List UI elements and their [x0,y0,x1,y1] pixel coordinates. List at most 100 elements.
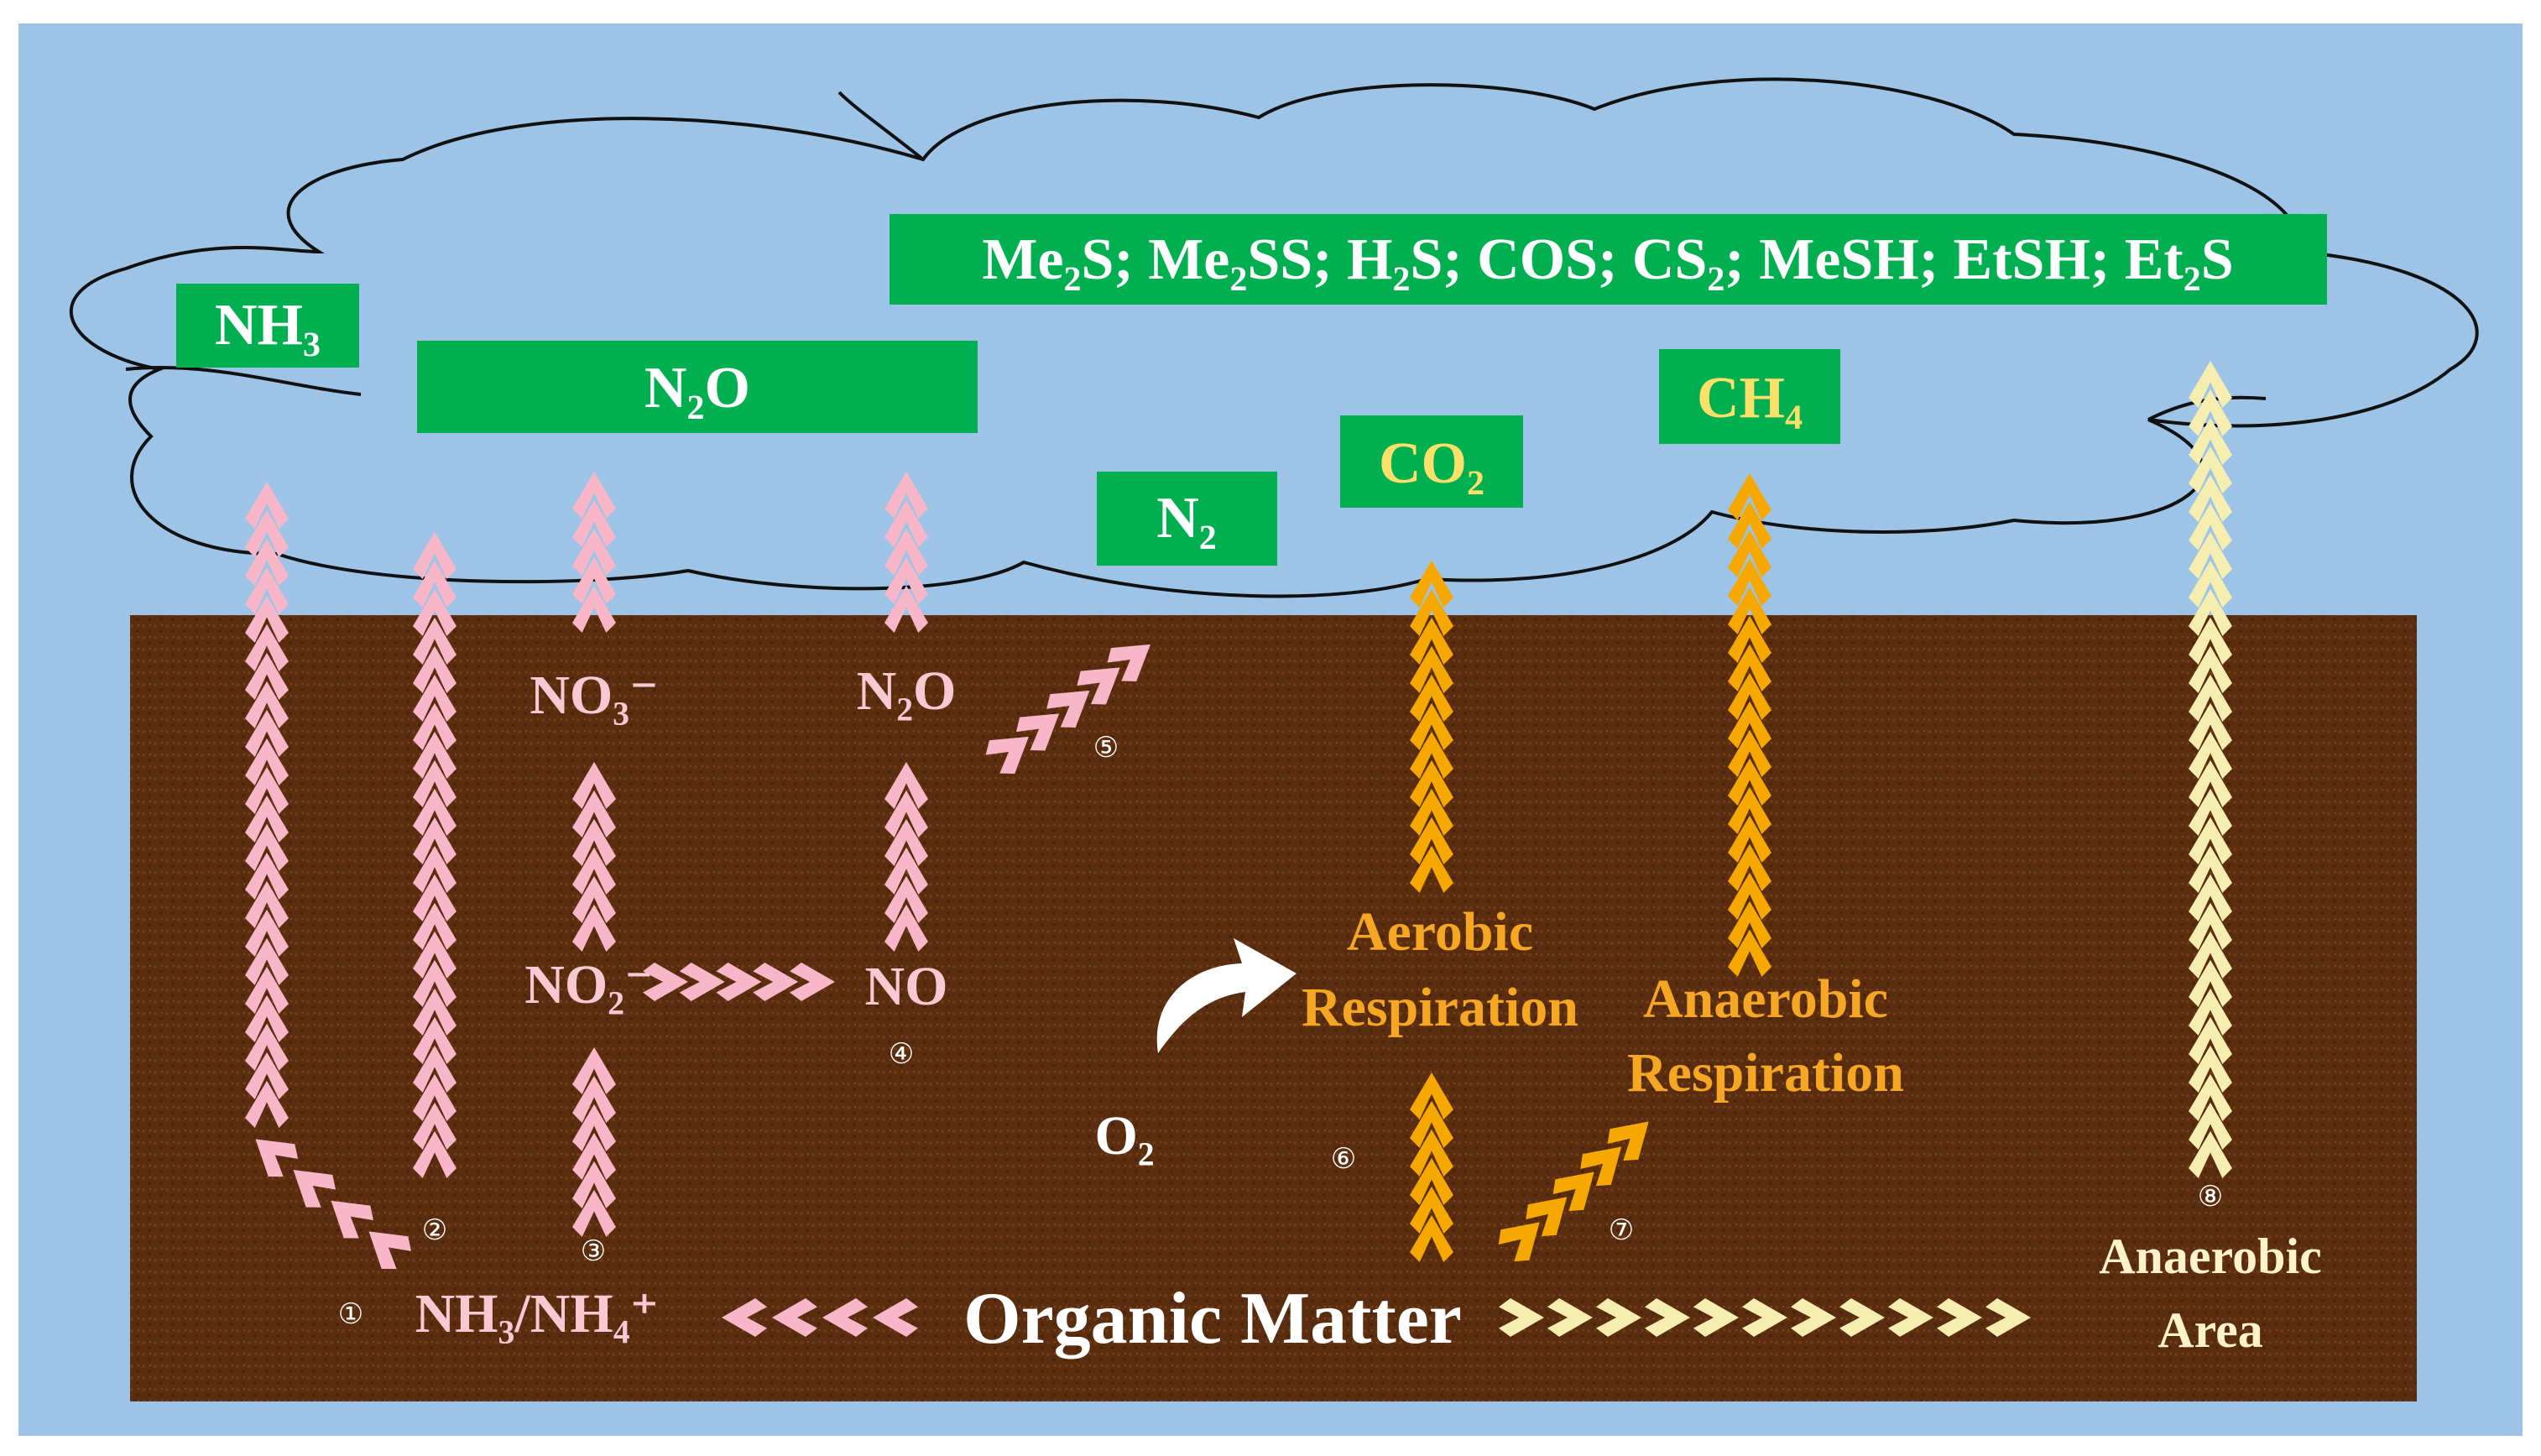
aerobic-respiration-label: Respiration [1302,977,1578,1038]
arrow-chevron [772,1298,817,1337]
arrow-chevron [245,1023,289,1071]
soil-n2o-label: N₂O [857,660,957,722]
anaerobic-area-label-1: Anaerobic [2099,1229,2322,1284]
arrow-chevron [1410,788,1453,836]
arrow-chevron [572,818,616,866]
arrow-chevron [245,1052,289,1099]
arrow-chevron [1410,645,1453,693]
arrow-chevron [1410,817,1453,864]
arrow-chevron [884,904,928,952]
arrow-chevron [572,790,616,838]
arrow-chevron [1728,843,1771,891]
arrow-chevron [572,847,616,895]
arrow-chevron [245,709,289,757]
marker-8: ⑧ [2198,1182,2223,1213]
arrow-chevron [1839,1298,1885,1337]
arrow-chevron [1547,1298,1593,1337]
arrow-chevron [245,509,289,557]
arrow-chevron [1728,900,1771,948]
arrow-nh3-volatilization [245,481,289,1128]
arrow-chevron [884,847,928,895]
arrow-chevron [572,556,616,604]
arrow-chevron [1728,472,1771,520]
arrow-chevron [413,560,457,608]
arrow-chevron [1728,872,1771,920]
arrow-chevron [884,818,928,866]
arrow-chevron [2189,845,2232,893]
arrow-chevron [1728,530,1771,577]
arrow-chevron [1410,1129,1453,1177]
arrow-chevron [572,1046,616,1094]
arrow-chevron [2189,902,2232,950]
arrow-om-to-nh3 [255,1139,412,1270]
anaerobic-label: Anaerobic [1643,968,1888,1030]
arrow-chevron [245,738,289,785]
arrow-chevron [1645,1298,1690,1337]
arrow-chevron [2189,1016,2232,1064]
arrow-chevron [884,528,928,576]
arrow-chevron [1728,929,1771,977]
co2-gas-label: CO₂ [1379,431,1484,496]
arrow-chevron [2189,988,2232,1036]
arrow-chevron [572,875,616,923]
arrow-chevron [572,585,616,633]
arrow-chevron [572,904,616,952]
arrow-anaerobic-ch4 [1728,472,1771,977]
arrow-chevron [1728,501,1771,549]
arrow-chevron [245,538,289,586]
arrow-om-to-nh4 [722,1298,918,1337]
arrow-chevron [1552,1172,1594,1212]
arrow-chevron [884,471,928,519]
marker-5: ⑤ [1093,733,1119,764]
arrow-chevron [2189,674,2232,722]
arrow-chevron [1526,1197,1568,1237]
arrow-chevron [413,531,457,579]
arrow-chevron [1937,1298,1982,1337]
arrow-chevron [245,624,289,671]
arrow-chevron [413,617,457,665]
arrow-chevron [1728,815,1771,863]
arrow-om-to-aerobic [1410,1072,1453,1262]
arrow-chevron [2189,1130,2232,1178]
arrow-chevron [2189,531,2232,579]
arrow-chevron [1728,758,1771,806]
arrow-chevron [413,1016,457,1064]
arrow-chevron [1410,759,1453,807]
arrow-chevron [413,588,457,636]
arrow-chevron [1728,786,1771,834]
arrow-chevron [245,481,289,529]
organic-matter-label: Organic Matter [963,1278,1462,1359]
arrow-chevron [1410,560,1453,608]
arrow-n2o-nitrification [413,531,457,1178]
arrow-chevron [1410,1214,1453,1262]
soil-block [130,615,2417,1401]
arrow-chevron [1985,1298,2031,1337]
marker-3: ③ [581,1236,606,1267]
arrow-chevron [2189,959,2232,1007]
arrow-no3-to-n2o [572,471,616,633]
marker-2: ② [422,1215,447,1246]
sulfur-gases-box [890,214,2327,305]
arrow-chevron [245,681,289,728]
arrow-nh4-to-no2 [572,1046,616,1237]
arrow-chevron [1728,615,1771,663]
arrow-chevron [884,585,928,633]
aerobic-label: Aerobic [1347,901,1533,963]
arrow-chevron [368,1231,412,1270]
arrow-chevron [572,761,616,809]
arrow-chevron [1410,588,1453,636]
arrow-chevron [1888,1298,1933,1337]
arrow-chevron [1410,1072,1453,1119]
o2-label: O₂ [1094,1105,1154,1166]
arrow-chevron [245,994,289,1042]
arrow-chevron [572,471,616,519]
nh3-gas-box [176,284,359,368]
arrow-chevron [2189,360,2232,408]
arrow-chevron [413,1045,457,1093]
arrow-chevron [1791,1298,1836,1337]
arrow-chevron [413,788,457,836]
no3-label: NO₃⁻ [530,665,659,726]
arrow-chevron [2189,759,2232,807]
arrow-chevron [1410,617,1453,665]
n2-gas-box [1097,472,1277,566]
